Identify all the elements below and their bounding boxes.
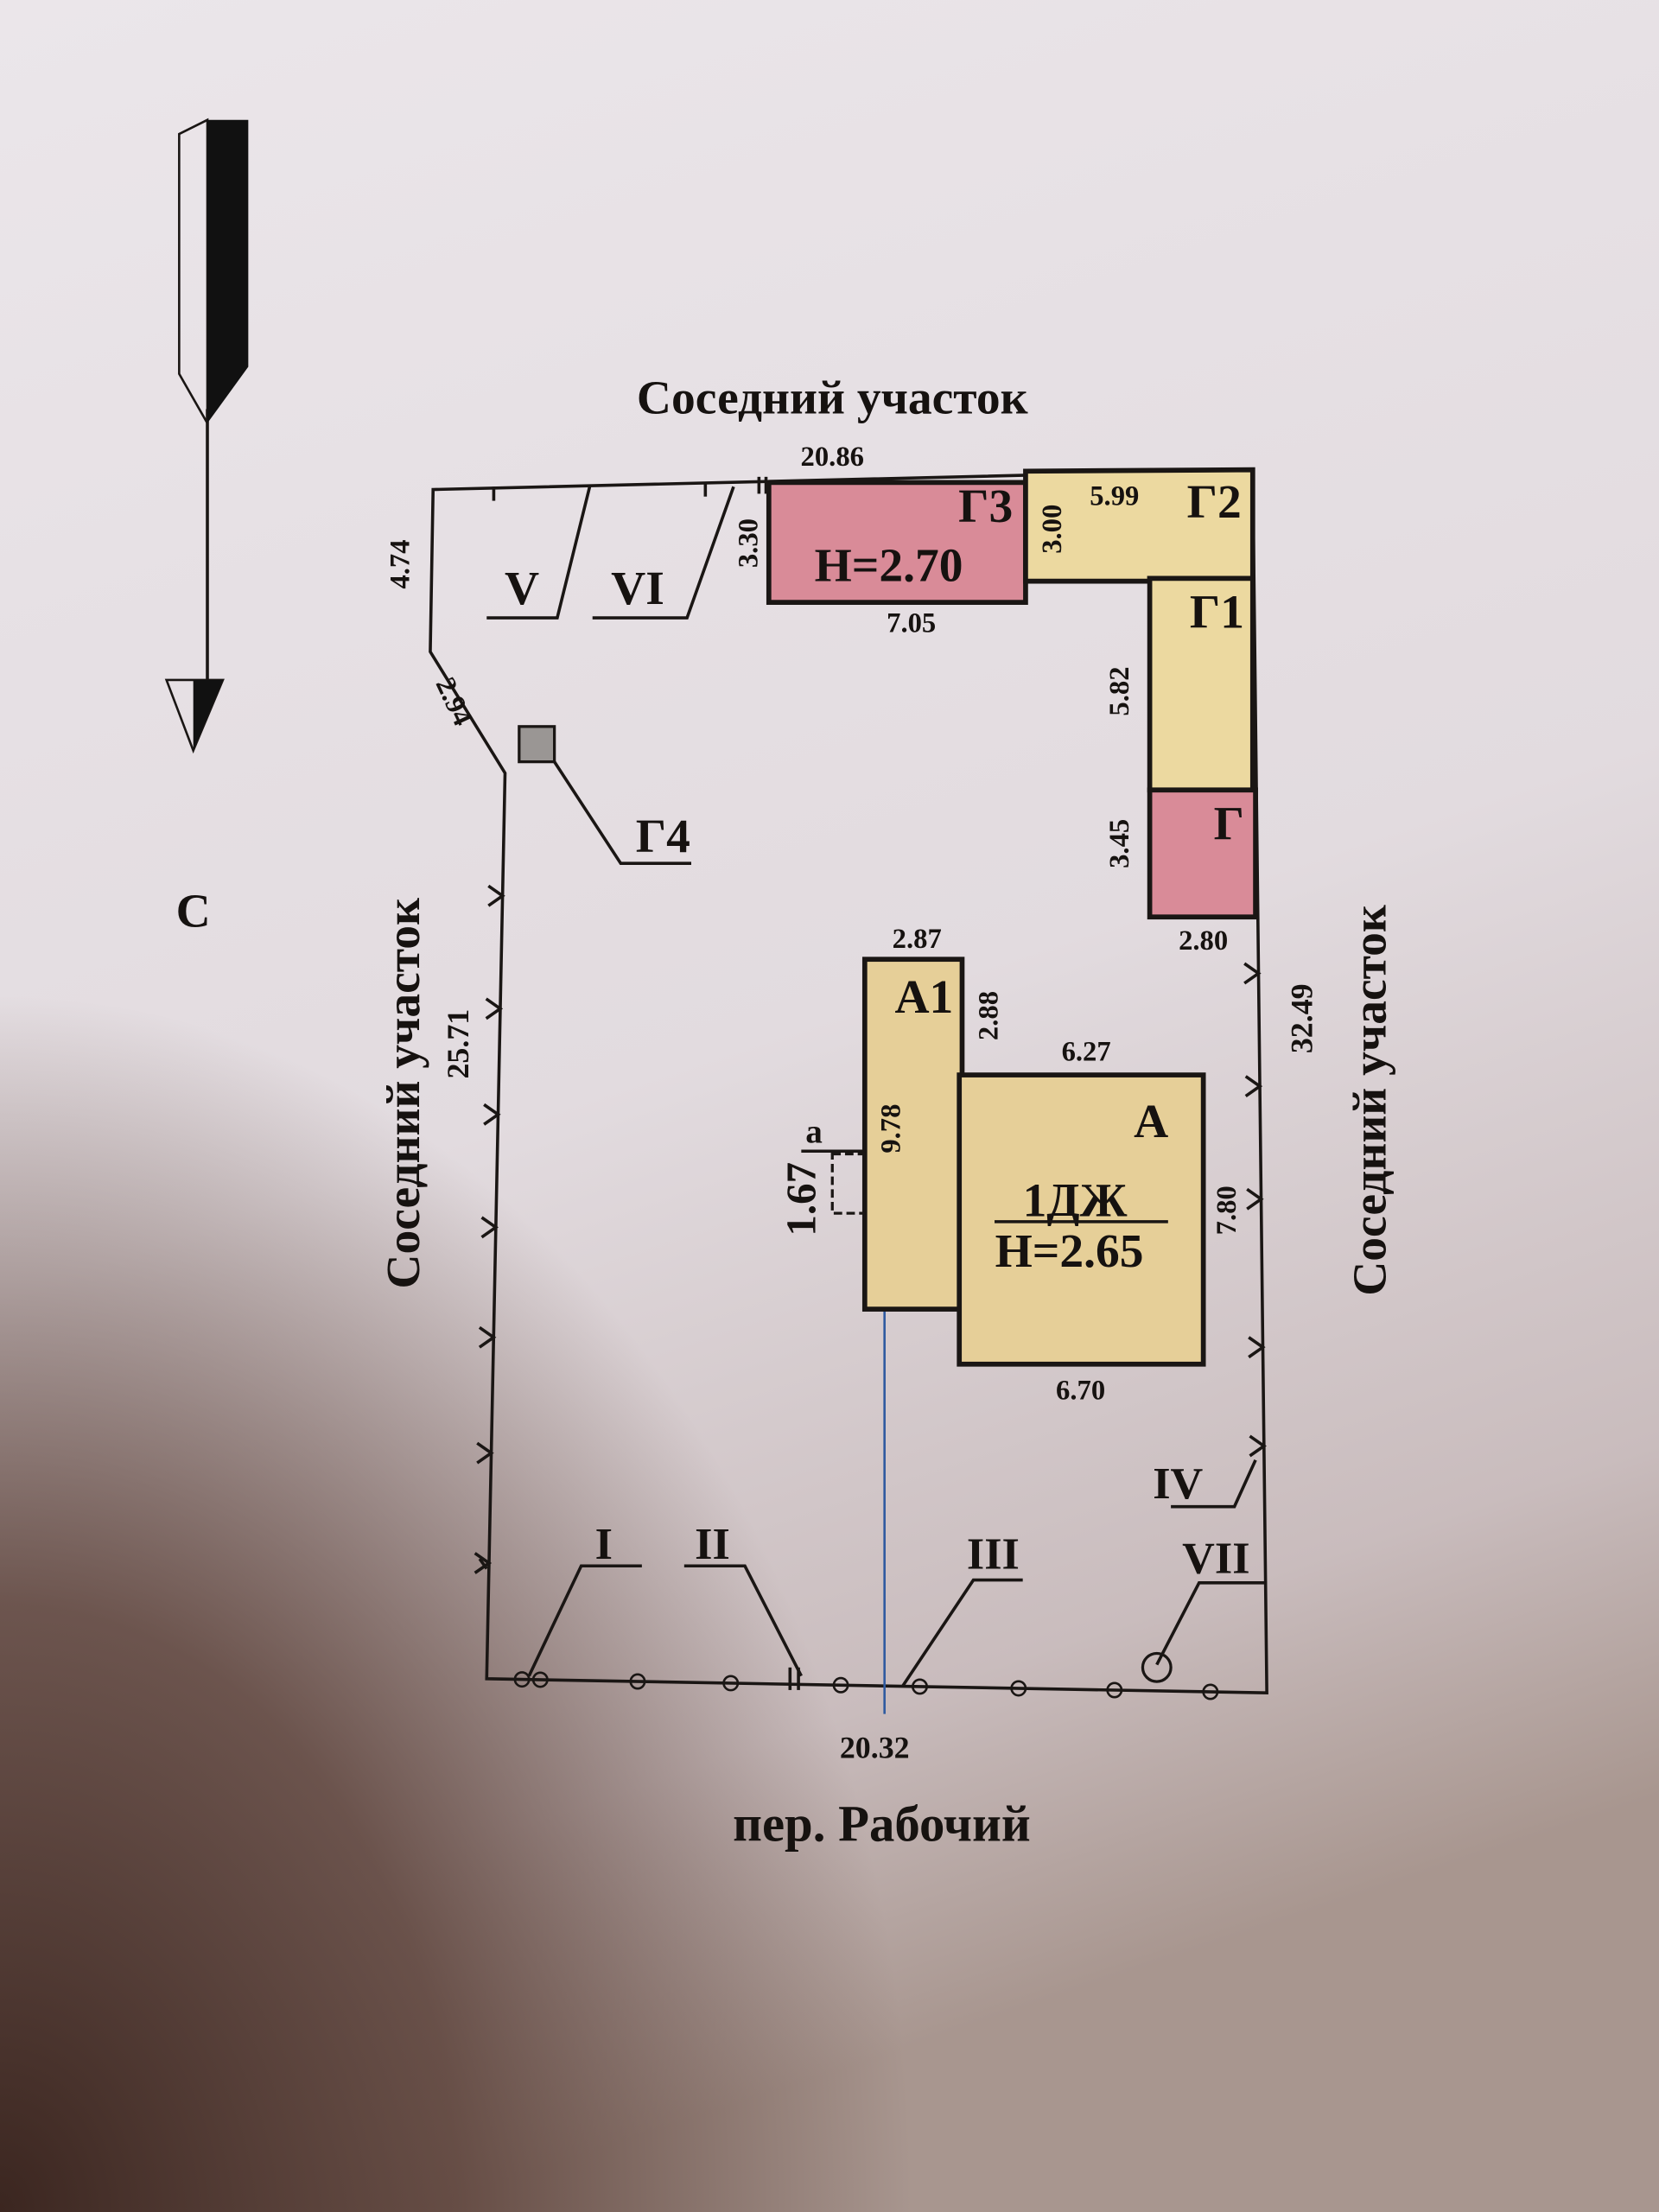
fence-tick: [474, 1552, 493, 1574]
building-a-label: А: [1134, 1096, 1168, 1148]
fence-label-v: V: [505, 563, 539, 615]
building-g3-height: Н=2.70: [815, 540, 963, 593]
dim-a-top: 6.27: [1062, 1037, 1111, 1068]
building-g1-label: Г1: [1190, 587, 1244, 639]
fence-post-icon: [629, 1673, 646, 1690]
dim-bottom: 20.32: [840, 1730, 910, 1764]
building-a1-label: А1: [894, 971, 953, 1024]
fence-post-icon: [1106, 1681, 1123, 1699]
neighbor-label-left: Соседний участок: [378, 898, 430, 1289]
fence-tick: [485, 997, 504, 1020]
fence-tick: [1244, 1075, 1263, 1098]
fence-tick: [480, 1216, 499, 1239]
dim-a1-top: 2.87: [893, 924, 942, 955]
fence-leaders: [527, 1459, 1268, 1688]
building-g3-label: Г3: [958, 480, 1013, 533]
dim-g2-top: 5.99: [1090, 480, 1139, 512]
fence-tick: [1243, 962, 1262, 985]
street-label: пер. Рабочий: [733, 1796, 1031, 1853]
fence-label-vii: VII: [1182, 1533, 1249, 1583]
dim-porch: 1.67: [778, 1162, 825, 1236]
fence-label-i: I: [595, 1519, 613, 1569]
building-a-height: Н=2.65: [995, 1225, 1144, 1278]
dim-g3-side: 3.30: [734, 518, 765, 568]
dim-a1-side: 2.88: [973, 991, 1004, 1040]
porch: [830, 1152, 867, 1215]
dim-a-side: 7.80: [1211, 1185, 1243, 1235]
dim-left-top: 4.74: [385, 539, 416, 588]
dim-left: 25.71: [441, 1009, 475, 1079]
well-icon: [1141, 1651, 1173, 1683]
neighbor-label-top: Соседний участок: [637, 372, 1028, 424]
fence-post-icon: [1010, 1680, 1027, 1697]
dim-a-bottom: 6.70: [1056, 1376, 1105, 1407]
fence-tick: [483, 1103, 501, 1126]
fence-post-icon: [513, 1671, 531, 1688]
fence-tick: [476, 1441, 494, 1465]
fence-post-icon: [912, 1678, 928, 1695]
dim-g-bottom: 2.80: [1179, 925, 1228, 957]
g4-leader: [553, 760, 691, 865]
building-g-label: Г: [1214, 798, 1244, 850]
building-a1: [861, 957, 965, 1312]
dim-top: 20.86: [801, 442, 864, 473]
fence-tick: [478, 1325, 497, 1349]
porch-label: а: [805, 1113, 823, 1150]
building-a: [957, 1072, 1206, 1367]
fence-tick: [1249, 1434, 1267, 1458]
fence-label-iii: III: [967, 1529, 1020, 1580]
dim-a1-long: 9.78: [876, 1104, 907, 1154]
dim-right: 32.49: [1284, 983, 1319, 1053]
north-arrow-icon: [164, 118, 249, 754]
fence-ticks: [474, 884, 1267, 1700]
neighbor-label-right: Соседний участок: [1344, 905, 1396, 1296]
fence-tick: [487, 884, 505, 907]
dim-g3-bottom: 7.05: [887, 607, 936, 639]
fence-label-vi: VI: [611, 563, 664, 615]
fence-post-icon: [531, 1671, 549, 1688]
building-g1: [1147, 575, 1255, 793]
building-g3: [766, 480, 1028, 605]
dim-g2-side: 3.00: [1037, 505, 1068, 554]
fence-post-icon: [832, 1676, 849, 1694]
north-label: С: [176, 886, 211, 938]
fence-label-iv: IV: [1153, 1459, 1203, 1509]
building-a-code: 1ДЖ: [1023, 1174, 1128, 1227]
fence-post-icon: [1202, 1683, 1219, 1700]
fence-post-icon: [722, 1675, 740, 1692]
fence-label-ii: II: [695, 1519, 730, 1569]
building-g4: [518, 725, 556, 764]
fence-tick: [1246, 1187, 1264, 1211]
fence-marks: [478, 476, 768, 1570]
building-g: [1147, 787, 1258, 920]
building-g2-label: Г2: [1187, 476, 1242, 529]
building-g4-label: Г4: [636, 810, 690, 863]
dim-g-side: 3.45: [1104, 819, 1135, 868]
dim-g1-side: 5.82: [1104, 666, 1135, 715]
fence-tick: [1248, 1336, 1266, 1359]
